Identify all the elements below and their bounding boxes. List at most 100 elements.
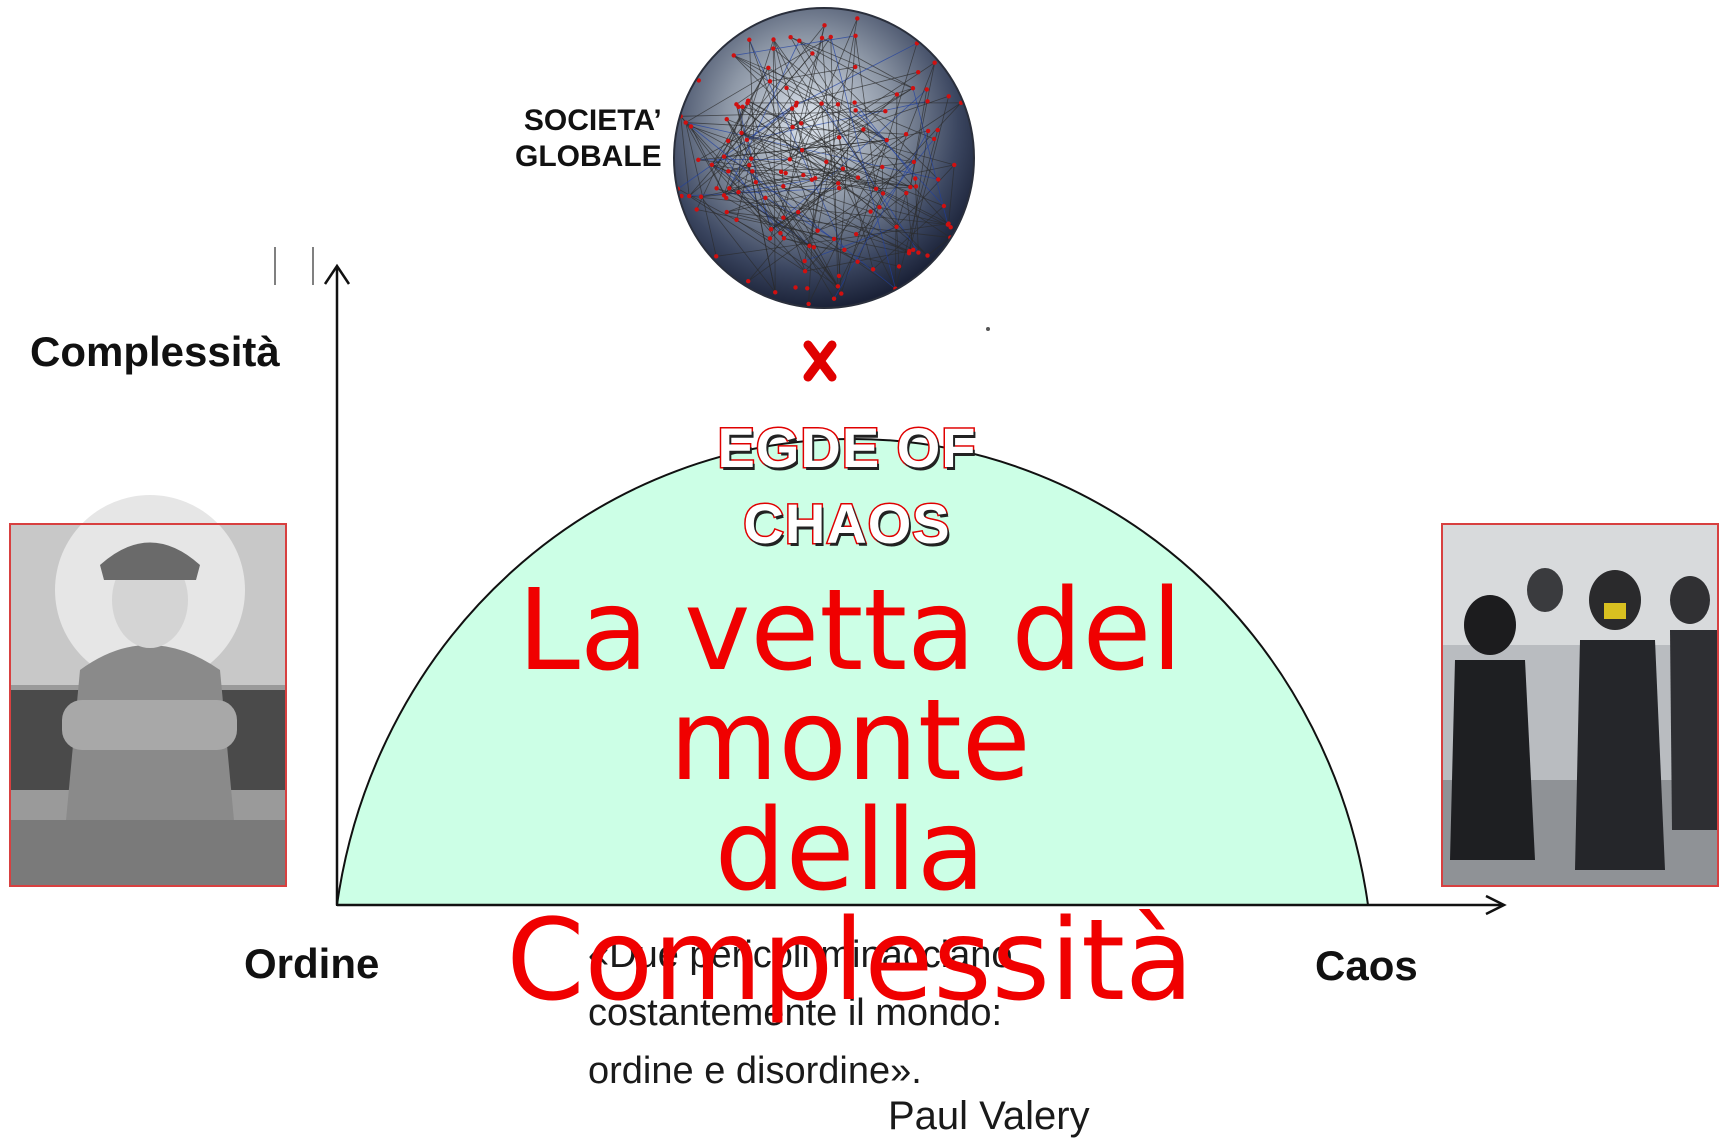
network-link: [948, 164, 955, 224]
network-node: [873, 186, 879, 192]
network-link: [677, 188, 771, 239]
network-link: [801, 129, 864, 151]
network-link: [711, 164, 806, 272]
network-link: [789, 108, 793, 160]
network-link: [821, 18, 858, 104]
network-link: [747, 102, 928, 256]
network-link: [726, 197, 810, 247]
network-link: [746, 81, 771, 140]
network-link: [773, 39, 784, 187]
quote-block: «Due pericoli minacciano costantemente i…: [588, 926, 1188, 1100]
network-link: [690, 126, 877, 190]
network-node: [894, 224, 899, 229]
network-link: [677, 108, 793, 190]
network-node: [855, 259, 860, 264]
network-node: [868, 209, 873, 214]
network-link: [789, 66, 856, 160]
network-node: [714, 186, 719, 191]
network-link: [773, 48, 887, 141]
network-node: [781, 236, 787, 241]
network-node: [750, 169, 755, 174]
globe-network: [673, 7, 975, 309]
network-node: [724, 209, 729, 215]
network-link: [798, 40, 939, 180]
network-link: [795, 42, 918, 106]
network-node: [753, 180, 759, 185]
network-link: [729, 177, 816, 189]
y-axis-arrowhead: [323, 263, 351, 285]
network-link: [752, 170, 871, 212]
x-axis-left-label: Ordine: [244, 940, 380, 987]
network-node: [767, 236, 773, 241]
network-node: [835, 102, 841, 107]
network-node: [822, 23, 827, 28]
network-link: [792, 103, 822, 128]
network-node: [894, 92, 900, 97]
network-node: [787, 157, 793, 162]
network-node: [883, 109, 888, 114]
network-node: [783, 170, 788, 176]
network-link: [680, 116, 772, 230]
network-link: [821, 37, 914, 89]
network-node: [819, 35, 825, 41]
dictator-photo: [11, 495, 285, 885]
network-node: [935, 127, 940, 133]
quote-line3: ordine e disordine».: [588, 1050, 922, 1092]
network-node: [815, 228, 820, 233]
network-link: [690, 126, 727, 199]
network-node: [813, 176, 818, 181]
network-node: [910, 86, 916, 91]
network-link: [747, 100, 911, 188]
network-link: [728, 40, 800, 189]
network-link: [711, 25, 825, 166]
network-link: [733, 55, 928, 256]
network-node: [747, 37, 752, 42]
network-node: [739, 130, 744, 136]
network-node: [727, 186, 732, 191]
network-link: [680, 116, 842, 294]
network-link: [736, 80, 771, 105]
network-node: [795, 209, 801, 215]
network-link: [729, 171, 753, 189]
network-node: [925, 128, 931, 134]
network-node: [855, 16, 860, 21]
network-node: [781, 184, 786, 189]
network-link: [780, 87, 914, 173]
network-link: [685, 122, 717, 257]
network-node: [709, 162, 715, 167]
network-node: [766, 65, 771, 71]
complexity-dome: [335, 437, 1370, 906]
network-link: [896, 226, 900, 267]
network-link: [700, 196, 776, 293]
network-link: [821, 103, 919, 253]
network-node: [793, 285, 798, 290]
network-node: [736, 189, 741, 195]
network-node: [794, 100, 799, 105]
network-link: [723, 156, 910, 254]
network-link: [895, 94, 898, 289]
network-link: [748, 165, 776, 293]
network-node: [805, 286, 810, 291]
network-node: [880, 164, 885, 170]
network-node: [740, 104, 745, 109]
network-node: [802, 268, 808, 274]
network-node: [749, 156, 754, 161]
network-node: [788, 35, 793, 40]
network-node: [745, 279, 751, 284]
page-title: La vetta del monte della Complessità: [340, 575, 1360, 1017]
network-link: [838, 137, 844, 169]
network-node: [824, 159, 829, 165]
network-node: [789, 106, 795, 111]
network-link: [790, 36, 914, 89]
network-link: [908, 130, 929, 254]
network-link: [746, 102, 797, 141]
network-node: [784, 85, 789, 91]
network-node: [835, 181, 841, 186]
globe-label-line2: GLOBALE: [515, 140, 662, 173]
network-link: [833, 130, 929, 299]
network-node: [877, 204, 882, 210]
network-node: [907, 248, 912, 254]
network-link: [804, 102, 962, 272]
network-node: [916, 250, 921, 255]
network-node: [870, 267, 876, 272]
